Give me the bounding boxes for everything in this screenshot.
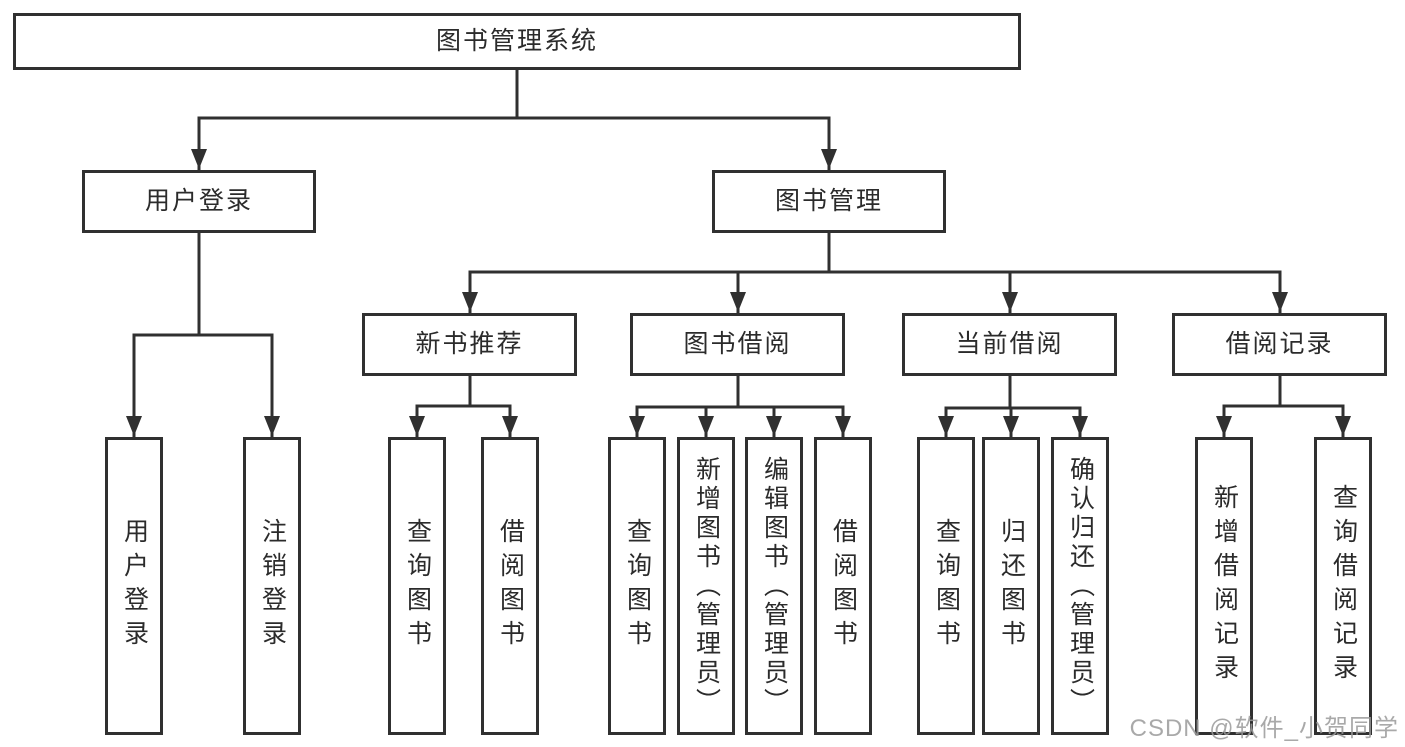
node-label: 注销登录 xyxy=(258,518,287,654)
node-current-borrowing: 当前借阅 xyxy=(902,313,1117,376)
leaf-edit-book-admin: 编辑图书（管理员） xyxy=(745,437,803,735)
leaf-return-books: 归还图书 xyxy=(982,437,1040,735)
node-label: 借阅图书 xyxy=(496,518,525,654)
leaf-add-book-admin: 新增图书（管理员） xyxy=(677,437,735,735)
leaf-query-books-1: 查询图书 xyxy=(388,437,446,735)
leaf-borrow-books-2: 借阅图书 xyxy=(814,437,872,735)
node-label: 当前借阅 xyxy=(955,330,1064,358)
leaf-query-borrow-record: 查询借阅记录 xyxy=(1314,437,1372,735)
node-label: 新书推荐 xyxy=(415,330,524,358)
node-borrowing-records: 借阅记录 xyxy=(1172,313,1387,376)
node-label: 查询借阅记录 xyxy=(1329,484,1358,688)
node-label: 查询图书 xyxy=(932,518,961,654)
node-label: 借阅图书 xyxy=(829,518,858,654)
node-label: 借阅记录 xyxy=(1225,330,1334,358)
node-label: 图书借阅 xyxy=(683,330,792,358)
node-label: 查询图书 xyxy=(403,518,432,654)
node-label: 图书管理系统 xyxy=(435,27,598,55)
node-new-book-recommend: 新书推荐 xyxy=(362,313,577,376)
leaf-borrow-books-1: 借阅图书 xyxy=(481,437,539,735)
leaf-user-login: 用户登录 xyxy=(105,437,163,735)
node-label: 图书管理 xyxy=(774,187,883,215)
node-book-borrowing: 图书借阅 xyxy=(630,313,845,376)
node-label: 用户登录 xyxy=(144,187,253,215)
node-label: 确认归还（管理员） xyxy=(1066,455,1095,717)
node-label: 用户登录 xyxy=(120,518,149,654)
node-user-login: 用户登录 xyxy=(82,170,316,233)
node-library-management-system: 图书管理系统 xyxy=(13,13,1021,70)
node-label: 新增图书（管理员） xyxy=(692,455,721,717)
leaf-query-books-3: 查询图书 xyxy=(917,437,975,735)
leaf-confirm-return-admin: 确认归还（管理员） xyxy=(1051,437,1109,735)
node-book-management: 图书管理 xyxy=(712,170,946,233)
csdn-watermark: CSDN @软件_小贺同学 xyxy=(1129,715,1399,742)
node-label: 归还图书 xyxy=(997,518,1026,654)
leaf-add-borrow-record: 新增借阅记录 xyxy=(1195,437,1253,735)
node-label: 查询图书 xyxy=(623,518,652,654)
leaf-query-books-2: 查询图书 xyxy=(608,437,666,735)
node-label: 编辑图书（管理员） xyxy=(760,455,789,717)
leaf-logout: 注销登录 xyxy=(243,437,301,735)
node-label: 新增借阅记录 xyxy=(1210,484,1239,688)
